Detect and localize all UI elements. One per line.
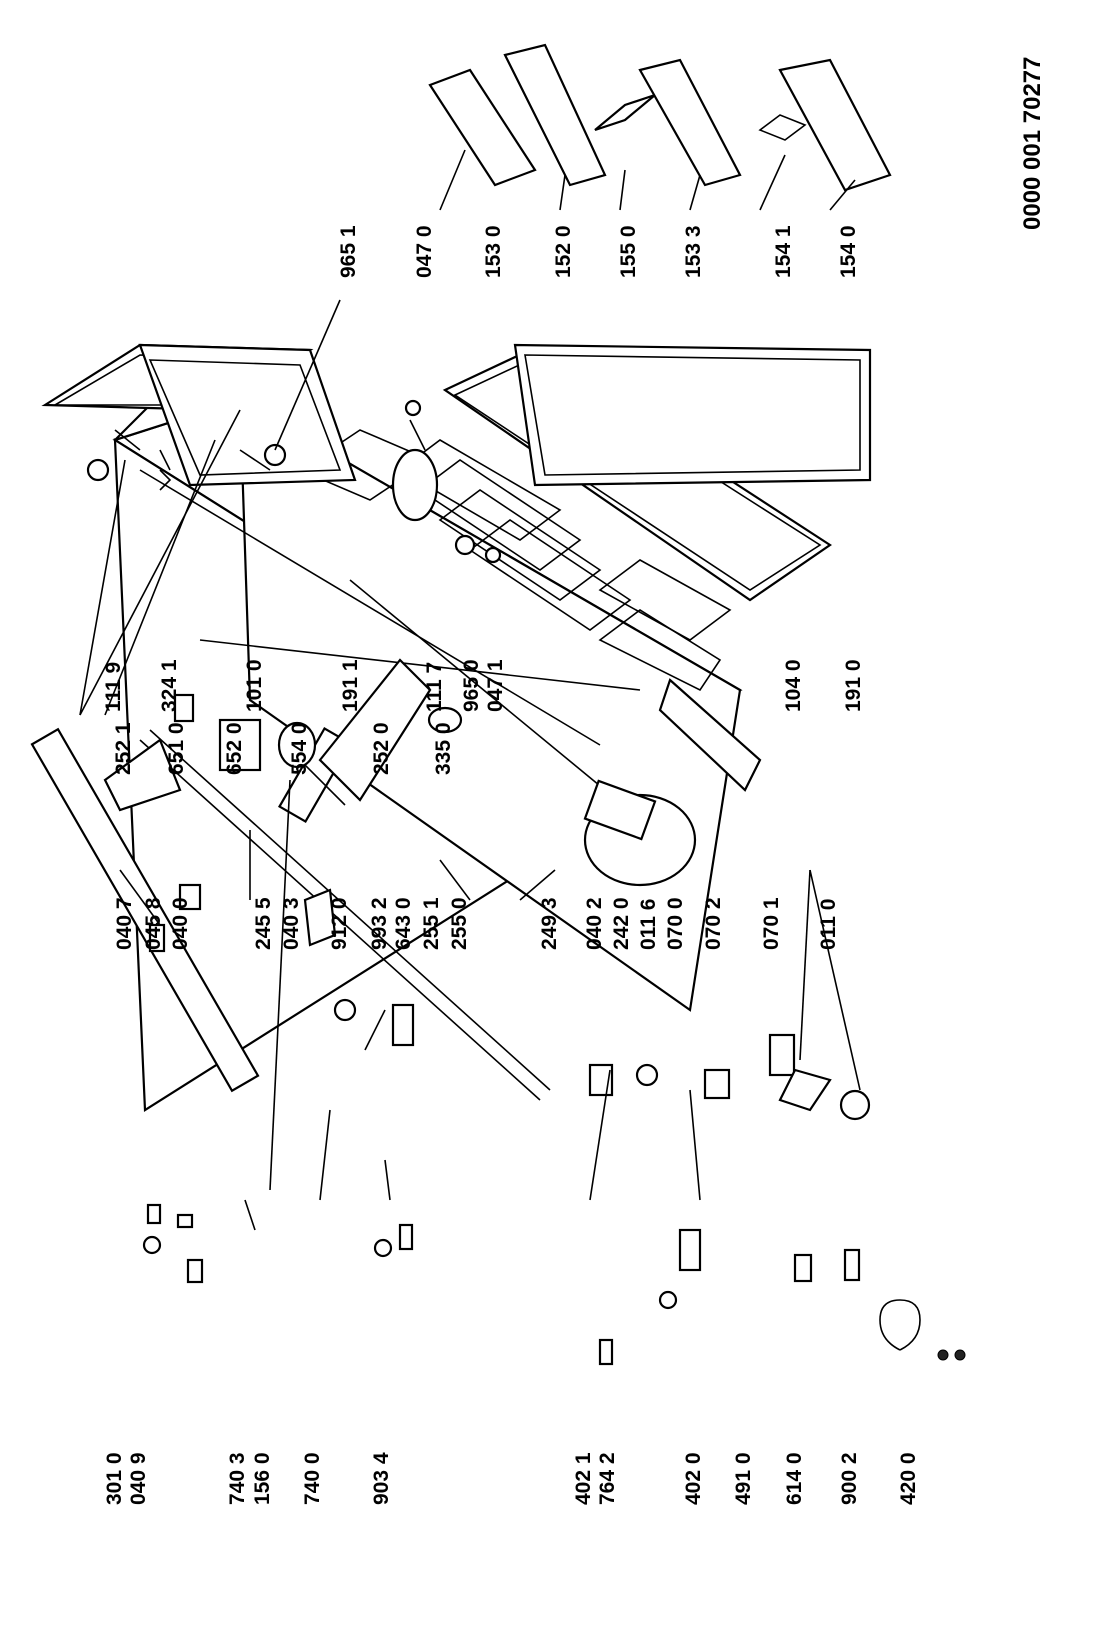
label-554-0: 554 0 (288, 722, 311, 775)
door-balconies (428, 43, 892, 192)
small-components (142, 1203, 966, 1366)
label-111-9: 111 9 (102, 662, 125, 712)
label-040-7: 040 7 (113, 897, 136, 950)
condenser (30, 727, 551, 1101)
label-040-3: 040 3 (280, 897, 303, 950)
label-252-1: 252 1 (112, 722, 135, 775)
label-104-0: 104 0 (782, 659, 805, 712)
label-011-6: 011 6 (637, 899, 660, 950)
label-903-4: 903 4 (370, 1452, 393, 1505)
label-040-0: 040 0 (169, 897, 192, 950)
label-156-0: 156 0 (251, 1452, 274, 1505)
crisper-drawer (598, 609, 722, 692)
label-651-0: 651 0 (165, 722, 188, 775)
document-number: 0000 001 70277 (1019, 56, 1046, 230)
freezer-door (41, 343, 357, 491)
label-111-7: 111 7 (423, 662, 446, 712)
label-154-0: 154 0 (837, 225, 860, 278)
label-652-0: 652 0 (223, 722, 246, 775)
label-047-1: 047 1 (484, 659, 507, 712)
label-993-2: 993 2 (368, 897, 391, 950)
label-152-0: 152 0 (552, 225, 575, 278)
label-191-1: 191 1 (339, 659, 362, 712)
cabinet-fittings (148, 678, 871, 1121)
label-047-0: 047 0 (413, 225, 436, 278)
thermostat-components (103, 658, 463, 812)
label-740-3: 740 3 (226, 1452, 249, 1505)
label-965-0: 965 0 (460, 659, 483, 712)
label-191-0: 191 0 (842, 659, 865, 712)
label-045-8: 045 8 (142, 897, 165, 950)
label-153-0: 153 0 (482, 225, 505, 278)
label-070-1: 070 1 (760, 897, 783, 950)
label-402-1: 402 1 (572, 1452, 595, 1505)
label-249-3: 249 3 (538, 897, 561, 950)
label-420-0: 420 0 (897, 1452, 920, 1505)
label-040-9: 040 9 (127, 1452, 150, 1505)
label-402-0: 402 0 (682, 1452, 705, 1505)
label-040-2: 040 2 (583, 897, 606, 950)
label-335-0: 335 0 (432, 722, 455, 775)
label-252-0: 252 0 (370, 722, 393, 775)
label-070-0: 070 0 (664, 897, 687, 950)
part-labels: 301 0 040 9 740 3 156 0 740 0 903 4 402 … (102, 56, 1046, 1505)
label-255-0: 255 0 (448, 897, 471, 950)
label-011-0: 011 0 (817, 899, 840, 950)
label-154-1: 154 1 (772, 225, 795, 278)
label-301-0: 301 0 (103, 1452, 126, 1505)
leader-lines (79, 149, 861, 1231)
label-070-2: 070 2 (702, 897, 725, 950)
label-155-0: 155 0 (617, 225, 640, 278)
label-153-3: 153 3 (682, 225, 705, 278)
label-965-1: 965 1 (337, 225, 360, 278)
label-101-0: 101 0 (243, 659, 266, 712)
compressor (583, 779, 697, 887)
label-245-5: 245 5 (252, 897, 275, 950)
label-912-0: 912 0 (328, 897, 351, 950)
label-491-0: 491 0 (732, 1452, 755, 1505)
label-900-2: 900 2 (838, 1452, 861, 1505)
label-643-0: 643 0 (392, 897, 415, 950)
label-614-0: 614 0 (783, 1452, 806, 1505)
label-255-1: 255 1 (420, 897, 443, 950)
label-324-1: 324 1 (158, 659, 181, 712)
label-242-0: 242 0 (610, 897, 633, 950)
fridge-door (391, 343, 872, 602)
label-764-2: 764 2 (596, 1452, 619, 1505)
label-740-0: 740 0 (301, 1452, 324, 1505)
